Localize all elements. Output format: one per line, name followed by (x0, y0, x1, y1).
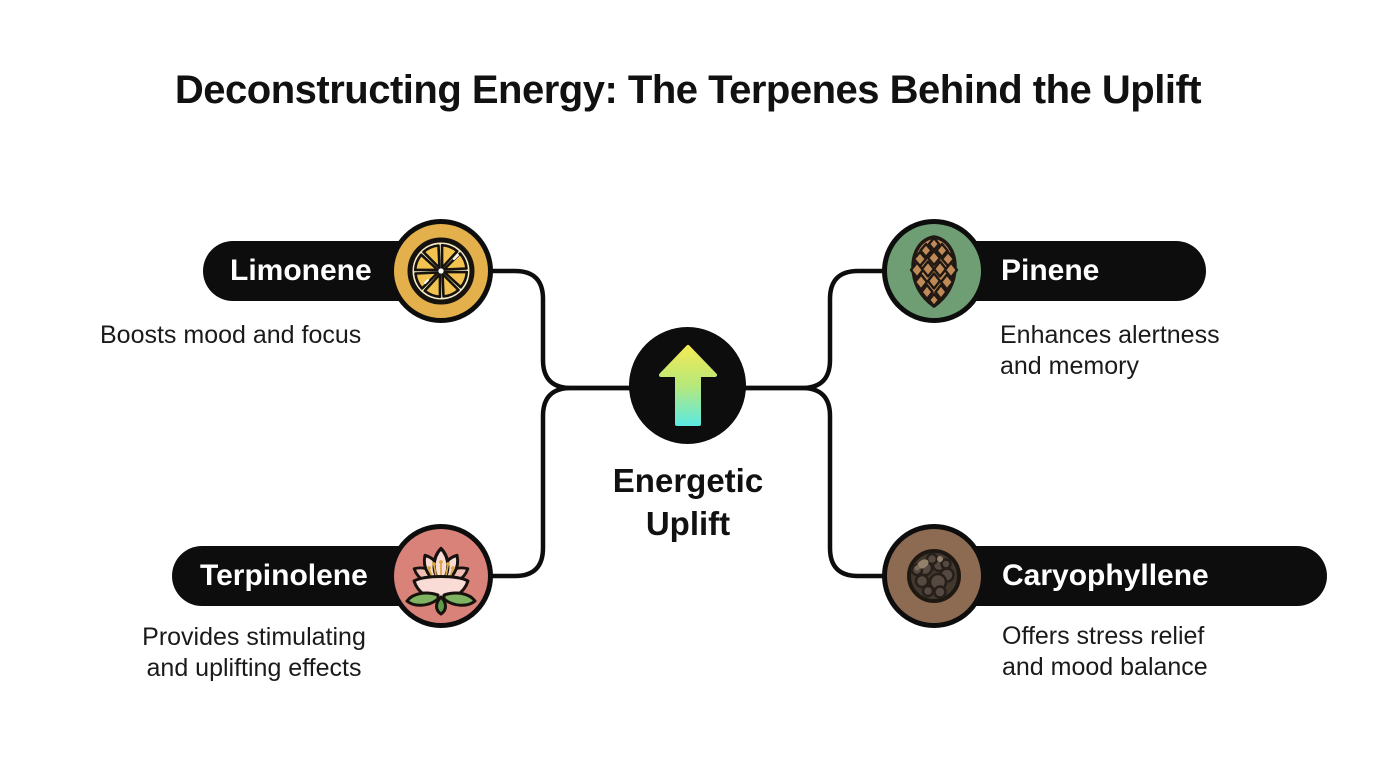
center-label-line: Uplift (645, 505, 731, 542)
description-line: Enhances alertness (1000, 321, 1220, 349)
description-line: and uplifting effects (146, 654, 362, 682)
connector-pinene (687, 268, 937, 391)
node-label-terpinolene: Terpinolene (200, 559, 368, 592)
pinecone-icon (882, 219, 986, 323)
page-title: Deconstructing Energy: The Terpenes Behi… (174, 68, 1202, 112)
description-line: Boosts mood and focus (100, 321, 362, 349)
connector-limonene (438, 268, 693, 391)
node-description-caryophyllene: Offers stress relief and mood balance (1002, 621, 1208, 683)
center-label: Energetic Uplift (528, 459, 848, 545)
connector-caryophyllene (687, 385, 937, 579)
connector-terpinolene (438, 385, 693, 579)
node-description-pinene: Enhances alertness and memory (1000, 320, 1220, 382)
description-line: Provides stimulating (142, 623, 366, 651)
peppercorn-icon (882, 524, 986, 628)
node-label-caryophyllene: Caryophyllene (1002, 559, 1209, 592)
node-description-limonene: Boosts mood and focus (100, 320, 361, 351)
center-hub (629, 327, 746, 444)
node-label-pinene: Pinene (1001, 254, 1100, 287)
center-label-line: Energetic (612, 462, 764, 499)
description-line: Offers stress relief (1002, 622, 1205, 650)
node-pill-caryophyllene: Caryophyllene (920, 546, 1327, 606)
node-description-terpinolene: Provides stimulating and uplifting effec… (128, 622, 380, 684)
node-label-limonene: Limonene (230, 254, 372, 287)
up-arrow-icon (658, 344, 717, 426)
lotus-flower-icon (389, 524, 493, 628)
description-line: and memory (1000, 352, 1139, 380)
lemon-slice-icon (389, 219, 493, 323)
description-line: and mood balance (1002, 653, 1208, 681)
